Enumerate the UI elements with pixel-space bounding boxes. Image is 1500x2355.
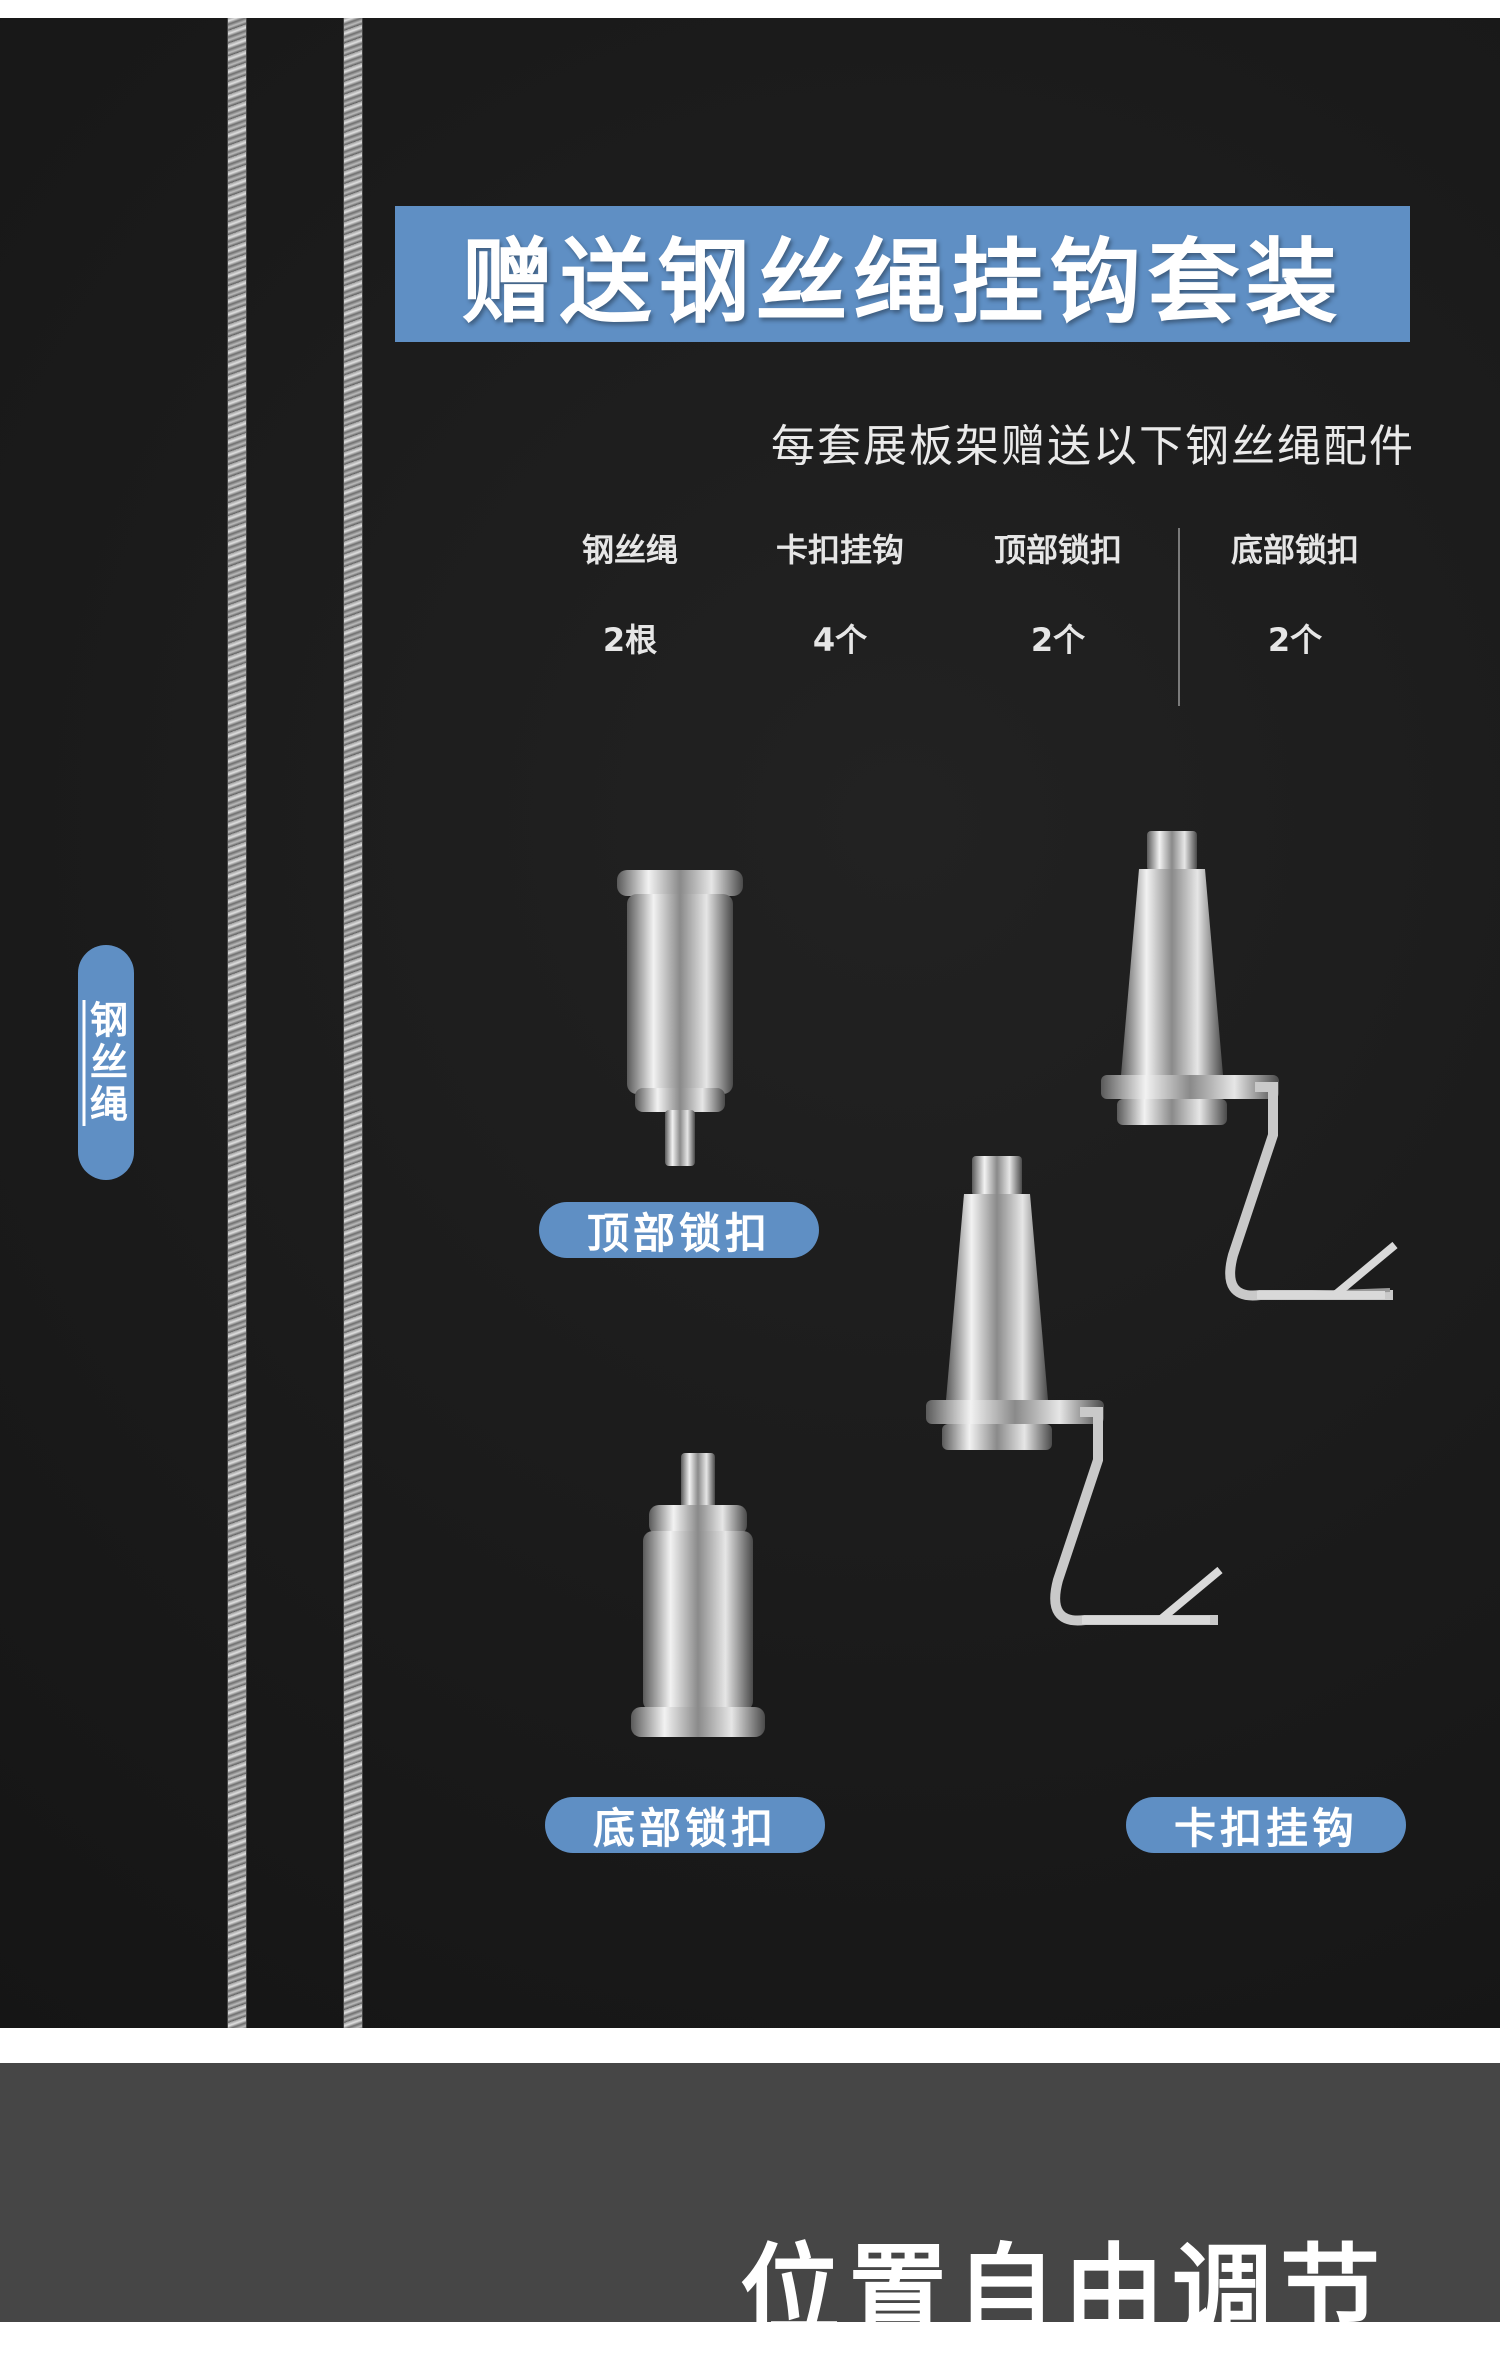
spec-column-bottom-lock: 底部锁扣 2个 bbox=[1195, 530, 1395, 661]
hook-label: 卡扣挂钩 bbox=[1126, 1797, 1406, 1853]
steel-wire-rope-right bbox=[343, 18, 363, 2028]
spec-name: 顶部锁扣 bbox=[993, 531, 1122, 569]
spec-qty: 2根 bbox=[602, 621, 658, 659]
side-label-text: 钢丝绳 bbox=[83, 999, 128, 1126]
title-banner: 赠送钢丝绳挂钩套装 bbox=[395, 206, 1410, 342]
bottom-lock-label: 底部锁扣 bbox=[545, 1797, 825, 1853]
spec-name: 底部锁扣 bbox=[1230, 531, 1359, 569]
spec-qty: 2个 bbox=[1030, 621, 1086, 659]
spec-column-wire: 钢丝绳 2根 bbox=[530, 530, 730, 661]
top-lock-label: 顶部锁扣 bbox=[539, 1202, 819, 1258]
side-label-pill: 钢丝绳 bbox=[78, 945, 134, 1180]
page-subtitle: 每套展板架赠送以下钢丝绳配件 bbox=[771, 421, 1415, 472]
footer-title: 位置自由调节 bbox=[740, 2233, 1388, 2350]
hook-image-upper bbox=[1101, 831, 1398, 1301]
spec-divider bbox=[1178, 528, 1180, 706]
spec-table: 钢丝绳 2根 卡扣挂钩 4个 顶部锁扣 2个 底部锁扣 2个 bbox=[530, 528, 1420, 706]
steel-wire-rope-left bbox=[227, 18, 247, 2028]
spec-column-top-lock: 顶部锁扣 2个 bbox=[958, 530, 1158, 661]
spec-name: 卡扣挂钩 bbox=[775, 531, 904, 569]
spec-column-hook: 卡扣挂钩 4个 bbox=[740, 530, 940, 661]
product-panel bbox=[0, 18, 1500, 2028]
top-lock-image bbox=[617, 870, 743, 1166]
bottom-lock-image bbox=[631, 1453, 765, 1737]
footer-band bbox=[0, 2063, 1500, 2322]
page-title: 赠送钢丝绳挂钩套装 bbox=[461, 228, 1344, 336]
hook-image-lower bbox=[926, 1156, 1223, 1626]
spec-qty: 2个 bbox=[1267, 621, 1323, 659]
spec-name: 钢丝绳 bbox=[581, 531, 678, 569]
spec-qty: 4个 bbox=[812, 621, 868, 659]
